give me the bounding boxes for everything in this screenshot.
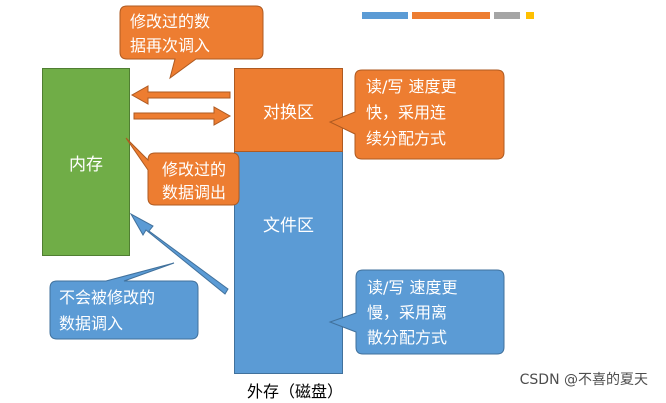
callout-file-load-line2: 数据调入 (59, 314, 123, 333)
memory-block: 内存 (42, 68, 130, 256)
callout-file-load-line1: 不会被修改的 (59, 288, 155, 307)
arrow-to-memory (130, 85, 231, 105)
callout-writeout (125, 137, 240, 206)
file-area-label: 文件区 (263, 216, 314, 236)
external-storage-caption: 外存（磁盘） (246, 382, 343, 401)
callout-file-load (49, 262, 199, 340)
callout-reload (119, 5, 264, 80)
legend-stripe-blue (362, 12, 408, 19)
callout-file-speed-line3: 散分配方式 (367, 328, 447, 347)
callout-swap-speed-line1: 读/写 速度更 (366, 77, 456, 96)
callout-writeout-line1: 修改过的 (162, 160, 226, 179)
callout-swap-speed-line2: 快，采用连 (366, 103, 446, 122)
callout-file-speed (328, 269, 505, 355)
swap-area-label: 对换区 (263, 102, 314, 123)
file-area-block: 文件区 (234, 150, 343, 374)
watermark: CSDN @不喜的夏天 (519, 372, 648, 388)
callout-reload-line1: 修改过的数 (130, 12, 210, 31)
memory-label: 内存 (69, 154, 103, 175)
swap-area-block: 对换区 (234, 68, 343, 152)
callout-swap-speed (328, 69, 505, 160)
callout-swap-speed-line3: 续分配方式 (366, 129, 446, 148)
callout-file-speed-line1: 读/写 速度更 (367, 278, 457, 297)
legend-stripe-orange (412, 12, 490, 19)
arrow-file-to-memory (129, 212, 229, 295)
legend-stripe-yellow (526, 12, 534, 19)
callout-writeout-line2: 数据调出 (162, 183, 226, 202)
legend-stripe-gray (494, 12, 520, 19)
callout-reload-line2: 据再次调入 (130, 36, 210, 55)
arrow-to-swap (133, 106, 232, 126)
callout-file-speed-line2: 慢，采用离 (367, 303, 447, 322)
